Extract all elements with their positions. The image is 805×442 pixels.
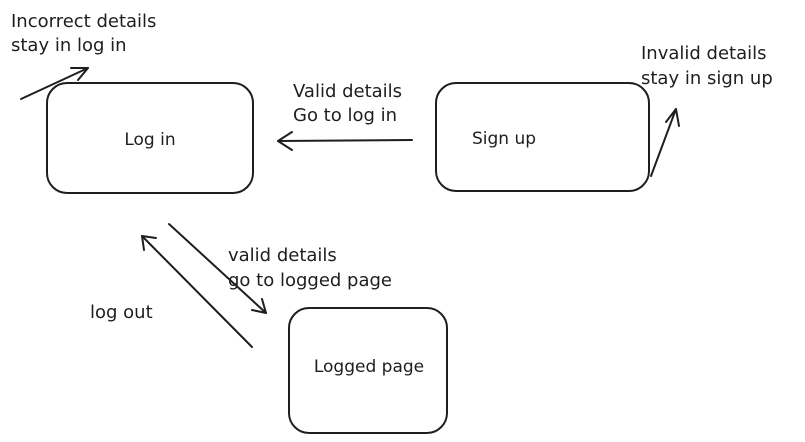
edge-signup-to-login-label-1: Valid details [293,81,402,102]
edge-login-to-logged-arrowhead [251,298,267,314]
edge-signup-to-login-arrowhead [277,131,293,151]
edge-login-to-logged-label-2: go to logged page [228,270,392,291]
node-signup-box [435,82,650,192]
edge-signup-self-label-2: stay in sign up [641,68,773,89]
edge-login-self-line [20,67,89,100]
edge-signup-self-arrowhead [665,108,680,127]
edge-signup-to-login: Valid details Go to log in [277,81,413,151]
edge-login-to-logged-label-1: valid details [228,245,337,266]
node-login[interactable]: Log in [46,82,254,194]
edge-signup-to-login-label-2: Go to log in [293,105,397,126]
edge-signup-self-label-1: Invalid details [641,43,767,64]
edge-login-self-arrowhead [70,67,89,81]
edge-logged-to-login-label-1: log out [90,302,153,323]
edge-logged-to-login-line [141,235,253,348]
edge-login-to-logged-line [168,223,267,314]
edge-logged-to-login-arrowhead [141,235,157,251]
edge-login-self-label-1: Incorrect details [11,11,156,32]
edge-login-to-logged: valid details go to logged page [168,223,392,314]
node-signup[interactable]: Sign up [435,82,650,192]
node-login-box [46,82,254,194]
edge-signup-self-line [650,108,677,177]
node-logged[interactable]: Logged page [288,307,448,434]
edge-logged-to-login: log out [90,235,253,348]
node-login-label: Log in [124,130,175,150]
edge-login-self-label-2: stay in log in [11,35,127,56]
node-logged-box [288,307,448,434]
edge-login-self: Incorrect details stay in log in [11,11,156,100]
edge-signup-self: Invalid details stay in sign up [641,43,773,177]
edge-signup-to-login-line [277,139,413,142]
node-logged-label: Logged page [314,357,424,377]
node-signup-label: Sign up [472,129,536,149]
